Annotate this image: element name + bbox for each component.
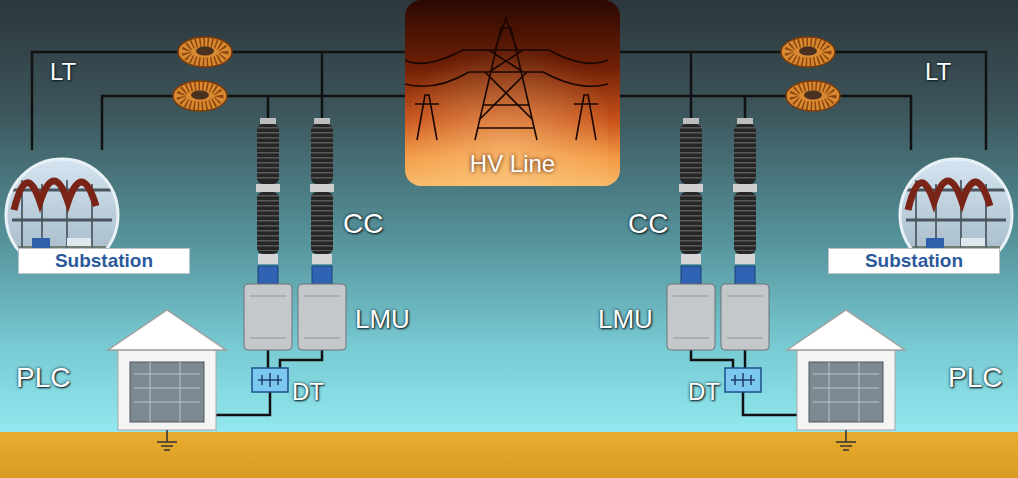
part-label: PLC (948, 362, 1002, 394)
part-label: LMU (355, 305, 410, 335)
drawing-part (14, 181, 96, 210)
rack-detail (813, 362, 879, 422)
dt-body (252, 368, 288, 392)
lmu-unit (721, 266, 769, 350)
plc-house (787, 310, 905, 450)
part-label: LT (50, 58, 76, 86)
drawing-part (961, 238, 985, 246)
capacitor (256, 118, 280, 264)
drawing-part (463, 18, 549, 140)
lmu-unit (298, 266, 346, 350)
part-label: DT (292, 378, 324, 406)
capacitor (679, 118, 703, 264)
hv-line-panel: HV Line (405, 0, 620, 186)
part-label: DT (688, 378, 720, 406)
capacitor (310, 118, 334, 264)
part-label: CC (343, 208, 383, 240)
dt-body (725, 368, 761, 392)
substation-node: Substation (826, 150, 1016, 275)
part-label: LT (925, 58, 951, 86)
lmu-unit (244, 266, 292, 350)
line-wire (102, 96, 405, 150)
line-title: HV Line (405, 150, 620, 178)
drop-wire (744, 96, 747, 118)
drawing-part (32, 238, 50, 248)
substation-label: Substation (828, 248, 1000, 274)
house-roof (108, 310, 226, 350)
drawing-part (908, 181, 990, 210)
drawing-part (405, 50, 608, 86)
drawing-part (67, 238, 91, 246)
coax-cable (743, 392, 797, 415)
dt-symbol (731, 373, 755, 387)
part-label: CC (628, 208, 668, 240)
plc-house (108, 310, 226, 450)
line-wire (620, 96, 911, 150)
lmu-unit (667, 266, 715, 350)
dt-symbol (258, 373, 282, 387)
line-trap (178, 37, 232, 67)
dt-box (252, 368, 761, 392)
part-label: LMU (598, 305, 653, 335)
line-trap (786, 81, 840, 111)
drawing-part (415, 95, 598, 140)
line-trap (781, 37, 835, 67)
plc-rack (809, 362, 883, 422)
line-wire (32, 52, 405, 150)
part-label: PLC (16, 362, 70, 394)
house-wall (797, 350, 895, 430)
substation-label: Substation (18, 248, 190, 274)
drawing-part (405, 18, 608, 140)
house-wall (118, 350, 216, 430)
drop-wire (690, 52, 693, 118)
drawing-part (926, 238, 944, 248)
ground-symbol (836, 430, 856, 450)
lmu-wire (267, 350, 270, 368)
lmu-wire (744, 350, 747, 368)
plc-rack (130, 362, 204, 422)
lmu-wire (280, 350, 322, 368)
line-trap (173, 81, 227, 111)
drop-wire (321, 52, 324, 118)
coax-cable (216, 392, 270, 415)
house-roof (787, 310, 905, 350)
substation-node: Substation (2, 150, 192, 275)
lmu-wire (691, 350, 733, 368)
ground-symbol (157, 430, 177, 450)
capacitor (733, 118, 757, 264)
ground-band (0, 432, 1018, 478)
drop-wire (267, 96, 270, 118)
rack-detail (134, 362, 200, 422)
